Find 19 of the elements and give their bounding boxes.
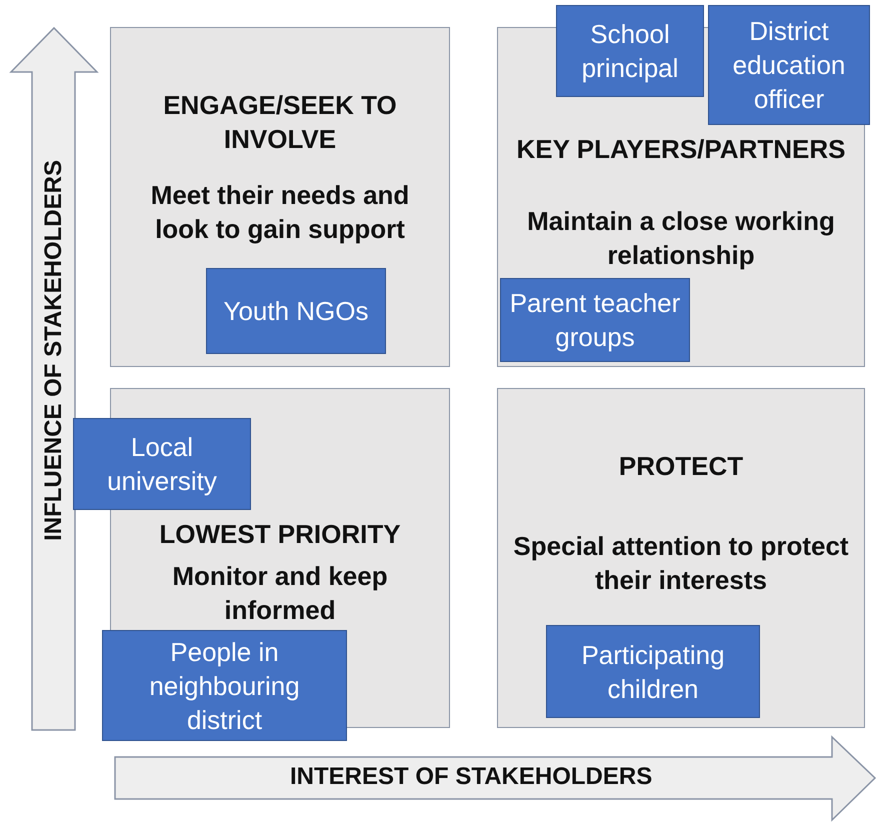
axis-label: INFLUENCE OF STAKEHOLDERS — [40, 160, 68, 541]
quadrant-description: Meet their needs and look to gain support — [150, 179, 410, 246]
stakeholder-box: Parent teacher groups — [500, 278, 690, 362]
stakeholder-box: Youth NGOs — [206, 268, 386, 354]
stakeholder-box: Participating children — [546, 625, 760, 718]
quadrant-heading: PROTECT — [618, 450, 744, 483]
quadrant-heading: KEY PLAYERS/PARTNERS — [516, 133, 846, 166]
quadrant-panel — [497, 388, 865, 728]
quadrant-description: Maintain a close working relationship — [526, 205, 836, 272]
quadrant-panel — [110, 27, 450, 367]
quadrant-description: Monitor and keep informed — [171, 560, 389, 627]
quadrant-heading: LOWEST PRIORITY — [158, 518, 402, 551]
quadrant-description: Special attention to protect their interests — [512, 530, 850, 597]
quadrant-heading: ENGAGE/SEEK TO INVOLVE — [162, 89, 398, 156]
stakeholder-box: People in neighbouring district — [102, 630, 347, 741]
stakeholder-box: District education officer — [708, 5, 870, 125]
stakeholder-box: School principal — [556, 5, 704, 97]
axis-label: INTEREST OF STAKEHOLDERS — [290, 763, 652, 791]
stakeholder-box: Local university — [73, 418, 251, 510]
